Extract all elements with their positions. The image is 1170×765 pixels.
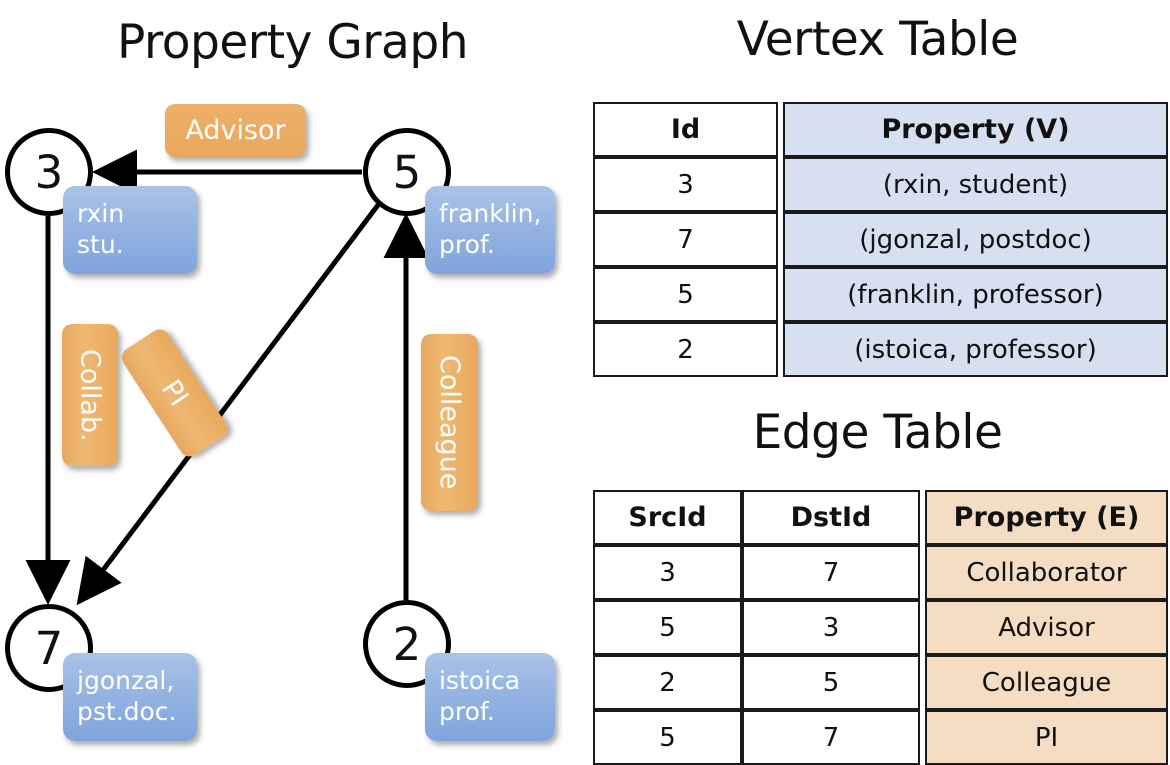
- edge-label-advisor-text: Advisor: [185, 115, 286, 146]
- vertex-table-header-row: Id Property (V): [593, 102, 1168, 157]
- edge-cell-dstid: 7: [742, 545, 920, 600]
- edge-cell-dstid: 5: [742, 655, 920, 710]
- graph-node-2[interactable]: 2: [363, 600, 451, 688]
- vertex-cell-id: 5: [593, 267, 778, 322]
- vertex-cell-property: (franklin, professor): [783, 267, 1168, 322]
- edge-cell-property: Colleague: [925, 655, 1168, 710]
- edge-cell-dstid: 3: [742, 600, 920, 655]
- edge-label-colleague-text: Colleague: [434, 355, 465, 490]
- table-row[interactable]: 5 3 Advisor: [593, 600, 1168, 655]
- table-row[interactable]: 5 7 PI: [593, 710, 1168, 765]
- edge-cell-srcid: 3: [593, 545, 742, 600]
- page-title-property-graph: Property Graph: [117, 15, 469, 70]
- node-property-box-7: jgonzal, pst.doc.: [63, 653, 197, 741]
- graph-node-5[interactable]: 5: [363, 128, 451, 216]
- page-title-vertex-table: Vertex Table: [736, 12, 1019, 67]
- node-property-box-5: franklin, prof.: [425, 186, 555, 274]
- property-graph-diagram: 3 5 7 2 rxin stu. franklin, prof. jgonza…: [0, 0, 585, 760]
- edge-label-collab-text: Collab.: [74, 348, 106, 442]
- table-row[interactable]: 5 (franklin, professor): [593, 267, 1168, 322]
- edge-cell-property: PI: [925, 710, 1168, 765]
- vertex-cell-property: (jgonzal, postdoc): [783, 212, 1168, 267]
- node-property-box-2: istoica prof.: [425, 653, 555, 741]
- edge-cell-property: Advisor: [925, 600, 1168, 655]
- vertex-cell-id: 3: [593, 157, 778, 212]
- table-row[interactable]: 2 (istoica, professor): [593, 322, 1168, 377]
- table-row[interactable]: 3 7 Collaborator: [593, 545, 1168, 600]
- edge-cell-property: Collaborator: [925, 545, 1168, 600]
- page-title-edge-table: Edge Table: [752, 405, 1003, 460]
- vertex-cell-property: (istoica, professor): [783, 322, 1168, 377]
- edge-col-header-srcid: SrcId: [593, 490, 742, 545]
- vertex-cell-property: (rxin, student): [783, 157, 1168, 212]
- edge-cell-srcid: 5: [593, 600, 742, 655]
- graph-edges-svg: [25, 149, 429, 606]
- edge-label-collab: Collab.: [62, 324, 118, 466]
- edge-label-advisor: Advisor: [165, 104, 306, 157]
- edge-line-pi: [76, 203, 380, 606]
- vertex-cell-id: 2: [593, 322, 778, 377]
- vertex-table: Id Property (V) 3 (rxin, student) 7 (jgo…: [593, 102, 1168, 377]
- edge-label-colleague: Colleague: [421, 334, 478, 511]
- table-row[interactable]: 7 (jgonzal, postdoc): [593, 212, 1168, 267]
- edge-label-pi-text: PI: [154, 374, 195, 412]
- edge-col-header-property: Property (E): [925, 490, 1168, 545]
- edge-cell-dstid: 7: [742, 710, 920, 765]
- table-row[interactable]: 2 5 Colleague: [593, 655, 1168, 710]
- edge-table-header-row: SrcId DstId Property (E): [593, 490, 1168, 545]
- vertex-col-header-id: Id: [593, 102, 778, 157]
- table-row[interactable]: 3 (rxin, student): [593, 157, 1168, 212]
- vertex-col-header-property: Property (V): [783, 102, 1168, 157]
- vertex-table-grid: Id Property (V) 3 (rxin, student) 7 (jgo…: [593, 102, 1168, 377]
- edge-table-grid: SrcId DstId Property (E) 3 7 Collaborato…: [593, 490, 1168, 765]
- vertex-cell-id: 7: [593, 212, 778, 267]
- node-property-box-3: rxin stu.: [63, 186, 197, 274]
- edge-table: SrcId DstId Property (E) 3 7 Collaborato…: [593, 490, 1168, 765]
- edge-cell-srcid: 5: [593, 710, 742, 765]
- edge-col-header-dstid: DstId: [742, 490, 920, 545]
- edge-cell-srcid: 2: [593, 655, 742, 710]
